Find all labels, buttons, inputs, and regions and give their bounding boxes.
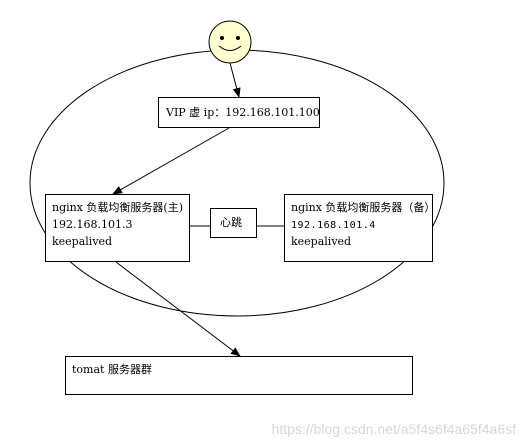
vip-label: VIP 虚 ip：192.168.101.100	[166, 106, 320, 119]
backup-title: nginx 负载均衡服务器（备）	[291, 201, 436, 214]
nginx-master-box: nginx 负载均衡服务器(主) 192.168.101.3 keepalive…	[45, 194, 190, 262]
heartbeat-label: 心跳	[220, 216, 242, 229]
vip-box: VIP 虚 ip：192.168.101.100	[158, 97, 320, 128]
tomcat-box: tomat 服务器群	[65, 356, 413, 395]
heartbeat-box: 心跳	[210, 208, 257, 238]
arrow-user-to-vip	[229, 62, 241, 98]
arrow-vip-to-master	[112, 127, 230, 195]
backup-ip: 192.168.101.4	[291, 220, 376, 231]
backup-keepalived: keepalived	[291, 235, 352, 248]
arrow-master-to-tomcat	[115, 261, 241, 357]
nginx-backup-box: nginx 负载均衡服务器（备） 192.168.101.4 keepalive…	[284, 194, 436, 262]
smiley-user-icon	[208, 20, 252, 64]
tomcat-label: tomat 服务器群	[72, 363, 152, 376]
watermark-url: https://blog.csdn.net/a5f4s6f4a65f4a6sf	[271, 421, 516, 437]
master-keepalived: keepalived	[52, 235, 113, 248]
master-ip: 192.168.101.3	[52, 218, 133, 231]
master-title: nginx 负载均衡服务器(主)	[52, 201, 184, 214]
